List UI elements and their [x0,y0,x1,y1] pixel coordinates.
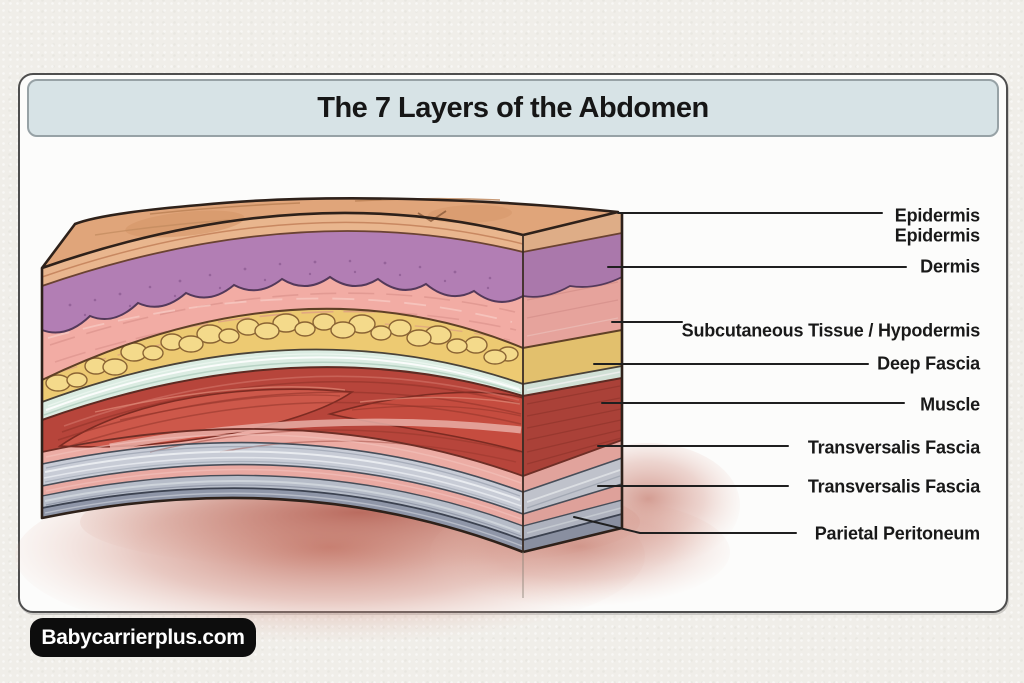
diagram-panel: The 7 Layers of the Abdomen [18,73,1008,613]
watermark-text: Babycarrierplus.com [41,625,245,649]
page-title: The 7 Layers of the Abdomen [317,91,709,124]
watermark-badge: Babycarrierplus.com [30,618,256,657]
title-bar: The 7 Layers of the Abdomen [27,79,999,137]
